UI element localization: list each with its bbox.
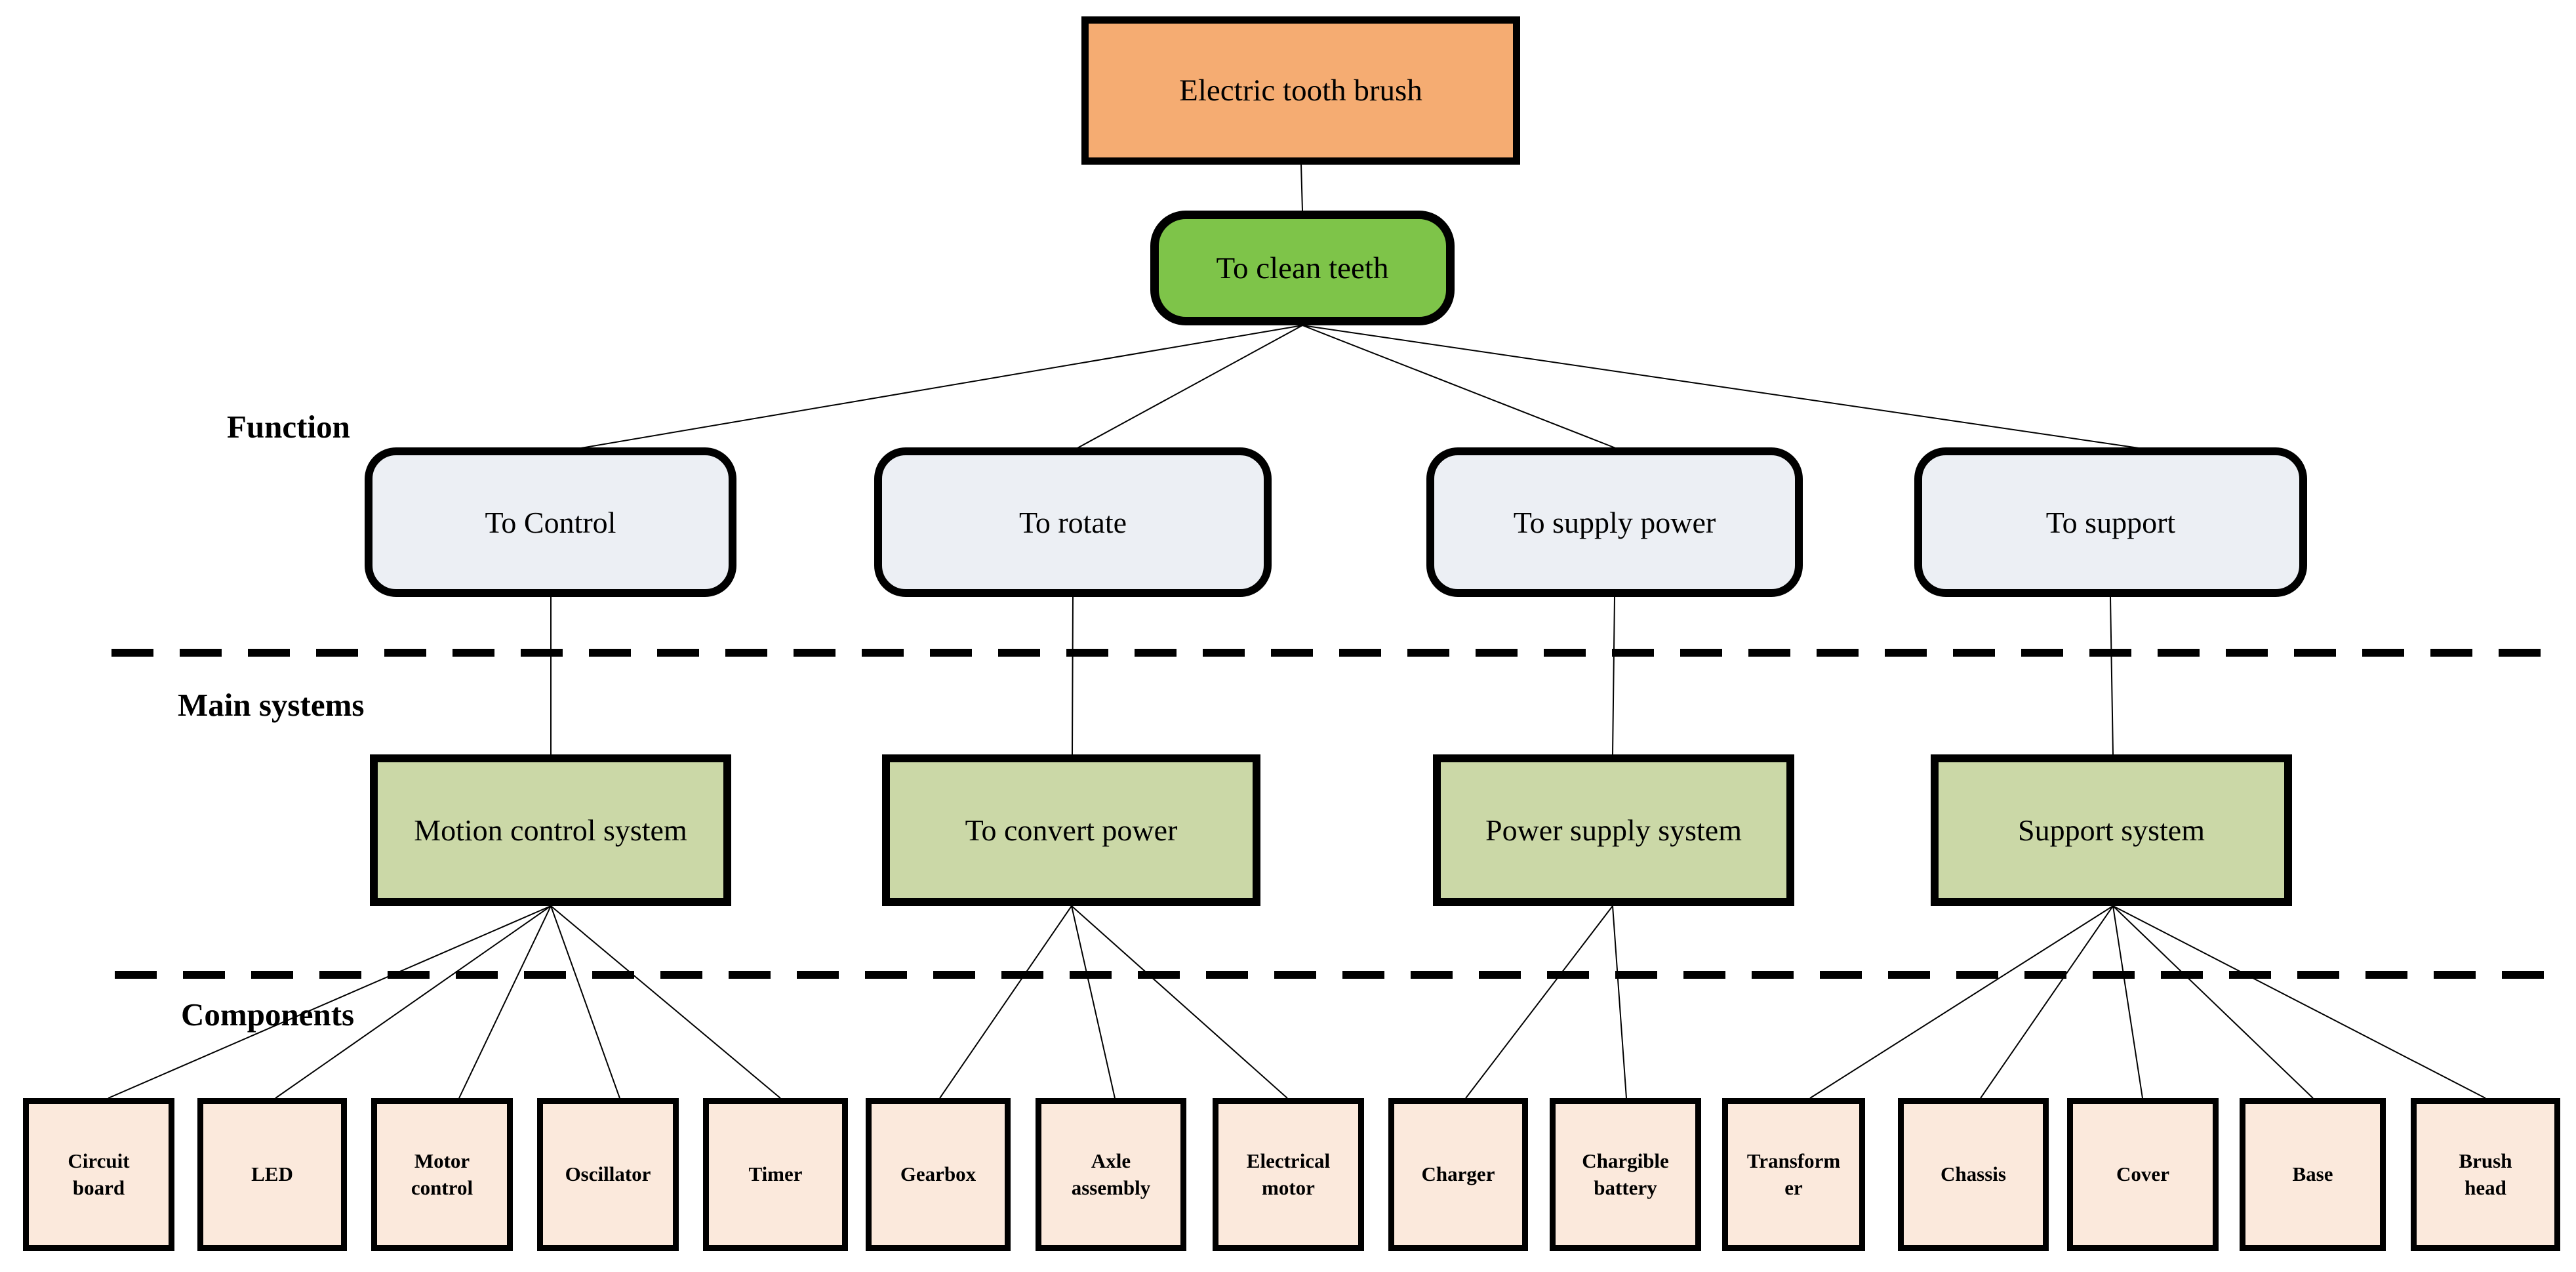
edge-clean-to-control (576, 325, 1303, 449)
edge-motion-led (275, 905, 552, 1099)
edge-motion-circuitboard (108, 905, 552, 1099)
edge-clean-to-support (1302, 325, 2144, 449)
node-timer: Timer (703, 1098, 848, 1251)
node-chassis: Chassis (1898, 1098, 2049, 1251)
edge-rotate-to-convert (1072, 596, 1074, 755)
node-support-system: Support system (1931, 754, 2292, 906)
node-led: LED (197, 1098, 347, 1251)
node-axle-assembly: Axle assembly (1036, 1098, 1186, 1251)
row-label-main-systems: Main systems (178, 687, 365, 723)
node-motor-control: Motor control (371, 1098, 513, 1251)
node-electrical-motor: Electrical motor (1213, 1098, 1364, 1251)
edge-motion-timer (550, 905, 781, 1099)
node-to-support: To support (1914, 447, 2307, 597)
node-to-clean-teeth: To clean teeth (1150, 211, 1455, 325)
node-to-supply-power: To supply power (1426, 447, 1803, 597)
edge-support-to-supportsys (2110, 596, 2114, 755)
edge-supply-to-power (1612, 596, 1615, 755)
node-cover: Cover (2067, 1098, 2219, 1251)
node-electric-tooth-brush: Electric tooth brush (1081, 16, 1520, 165)
node-brush-head: Brush head (2411, 1098, 2560, 1251)
node-motion-control-system: Motion control system (370, 754, 731, 906)
node-gearbox: Gearbox (866, 1098, 1011, 1251)
node-oscillator: Oscillator (537, 1098, 679, 1251)
node-circuit-board: Circuit board (23, 1098, 174, 1251)
node-charger: Charger (1388, 1098, 1528, 1251)
row-label-components: Components (181, 996, 355, 1033)
edge-root-to-clean-teeth (1300, 164, 1303, 211)
edge-supportsys-transformer (1809, 905, 2114, 1099)
edge-clean-to-rotate (1076, 325, 1303, 449)
edge-convert-motor (1071, 905, 1288, 1099)
edge-power-battery (1612, 905, 1627, 1099)
node-to-control: To Control (365, 447, 736, 597)
node-chargible-battery: Chargible battery (1550, 1098, 1701, 1251)
row-label-function: Function (227, 409, 350, 445)
edge-supportsys-chassis (1980, 905, 2114, 1099)
edge-clean-to-supply (1302, 325, 1618, 449)
node-to-rotate: To rotate (874, 447, 1272, 597)
edge-motion-oscillator (550, 905, 620, 1099)
edge-supportsys-base (2112, 905, 2314, 1099)
node-transformer: Transform er (1722, 1098, 1865, 1251)
edge-supportsys-brushhead (2112, 905, 2486, 1099)
node-base: Base (2240, 1098, 2386, 1251)
edge-convert-gearbox (939, 905, 1072, 1099)
node-to-convert-power: To convert power (882, 754, 1260, 906)
edge-power-charger (1465, 905, 1613, 1099)
node-power-supply-system: Power supply system (1433, 754, 1794, 906)
edge-supportsys-cover (2112, 905, 2143, 1099)
edge-convert-axle (1071, 905, 1116, 1099)
edge-motion-motorcontrol (458, 905, 552, 1099)
